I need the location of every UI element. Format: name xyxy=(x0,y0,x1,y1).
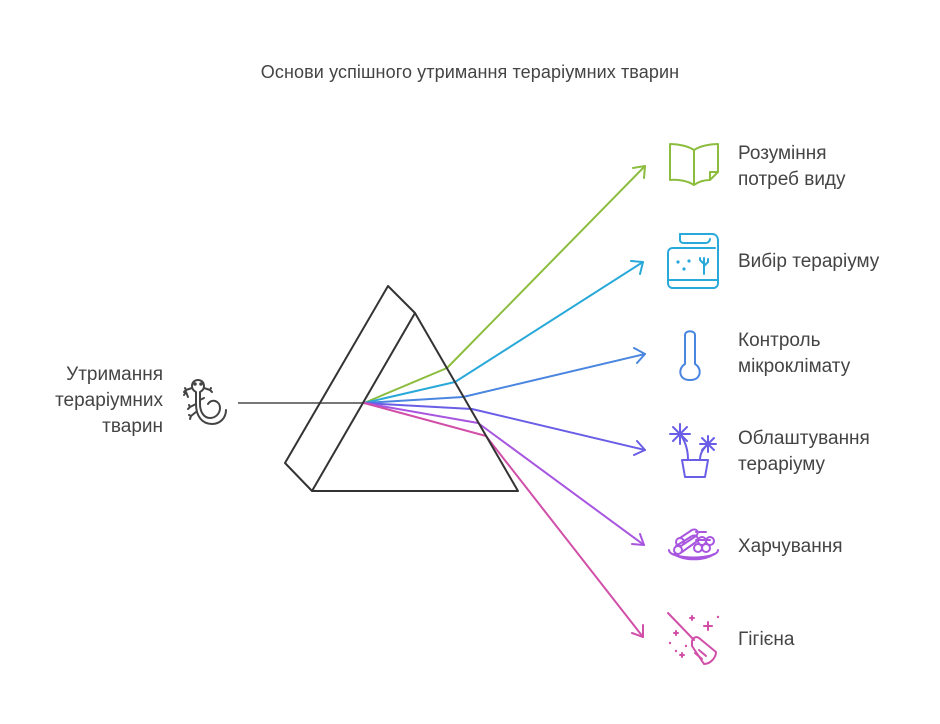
ray-pink xyxy=(363,402,644,638)
input-label: Утримання тераріумних тварин xyxy=(55,364,163,437)
ray-cyan xyxy=(363,260,644,404)
output-label-6: Гігієна xyxy=(738,629,795,650)
ray-green xyxy=(363,165,646,404)
open-book-icon xyxy=(669,143,719,186)
potted-plant-icon xyxy=(669,423,717,478)
ray-indigo xyxy=(363,402,646,456)
ray-blue xyxy=(363,347,646,404)
thermometer-icon xyxy=(679,330,701,381)
prism xyxy=(284,285,519,492)
food-plate-icon xyxy=(668,528,719,561)
ray-violet xyxy=(363,402,645,546)
output-label-1: Розуміння потреб виду xyxy=(738,143,846,190)
output-label-4: Облаштування тераріуму xyxy=(738,428,870,475)
output-label-2: Вибір тераріуму xyxy=(738,251,880,272)
lizard-icon xyxy=(183,379,227,425)
terrarium-tank-icon xyxy=(667,233,719,289)
diagram-title: Основи успішного утримання тераріумних т… xyxy=(260,62,680,82)
output-label-3: Контроль мікроклімату xyxy=(738,330,851,377)
broom-sparkle-icon xyxy=(667,612,720,665)
output-label-5: Харчування xyxy=(738,536,843,557)
